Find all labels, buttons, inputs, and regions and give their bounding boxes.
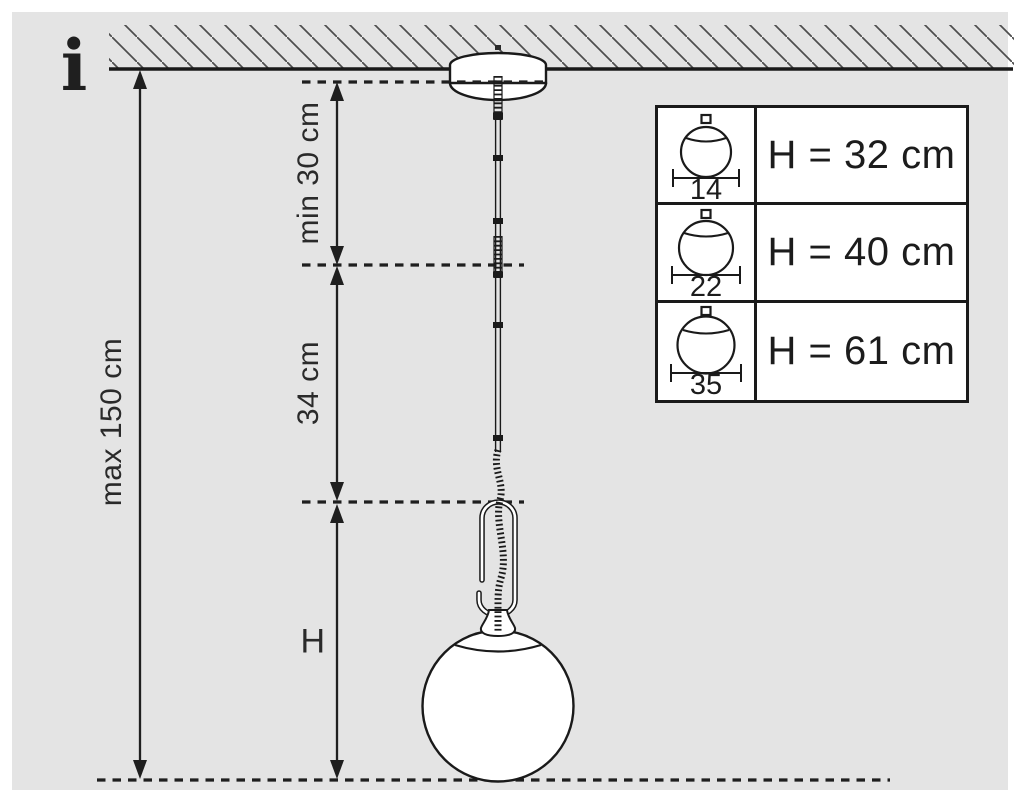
cable-crimp: [493, 155, 503, 161]
dim-label-34cm: 34 cm: [292, 340, 325, 426]
size-row-1-value-cell: H = 32 cm: [757, 108, 966, 206]
dimension-min30-arrow: [330, 82, 344, 265]
dimension-max150-arrow: [133, 70, 147, 779]
size-row-2-value-cell: H = 40 cm: [757, 205, 966, 303]
cable-crimp: [493, 322, 503, 328]
cable-crimp: [493, 435, 503, 441]
lamp-size-icon-35: [670, 305, 742, 382]
globe-collar: [479, 609, 517, 638]
diameter-label: 35: [689, 368, 723, 401]
diameter-label: 22: [689, 271, 723, 304]
size-row-3-value-cell: H = 61 cm: [757, 303, 966, 400]
suspension-cable: [493, 76, 503, 452]
dimension-34-arrow: [330, 266, 344, 501]
lamp-size-icon-22: [671, 209, 741, 285]
dim-label-min30: min 30 cm: [292, 101, 325, 245]
dimension-h-arrow: [330, 504, 344, 779]
cable-clip: [476, 499, 518, 618]
dim-label-max150: max 150 cm: [95, 337, 128, 507]
lamp-size-icon-14: [672, 113, 740, 187]
info-icon: i: [60, 24, 88, 107]
size-row-3-icon-cell: 35: [658, 302, 757, 401]
canopy-nub: [495, 45, 501, 50]
size-row-1-icon-cell: 14: [658, 108, 757, 206]
size-row-2-icon-cell: 22: [658, 205, 757, 304]
diagram-panel: i: [12, 12, 1014, 790]
lamp-globe: [421, 629, 575, 783]
height-value: H = 32 cm: [767, 132, 956, 177]
size-table: 14 H = 32 cm 22 H = 40 cm: [655, 105, 969, 403]
height-value: H = 40 cm: [767, 229, 956, 274]
ceiling-canopy: [448, 45, 548, 102]
globe-seam: [454, 643, 542, 653]
cable-crimp: [493, 218, 503, 224]
ceiling-hatch: [109, 25, 1014, 69]
height-value: H = 61 cm: [767, 328, 956, 373]
braided-cable: [492, 448, 507, 633]
dim-label-h: H: [300, 622, 326, 661]
diameter-label: 14: [689, 174, 723, 206]
